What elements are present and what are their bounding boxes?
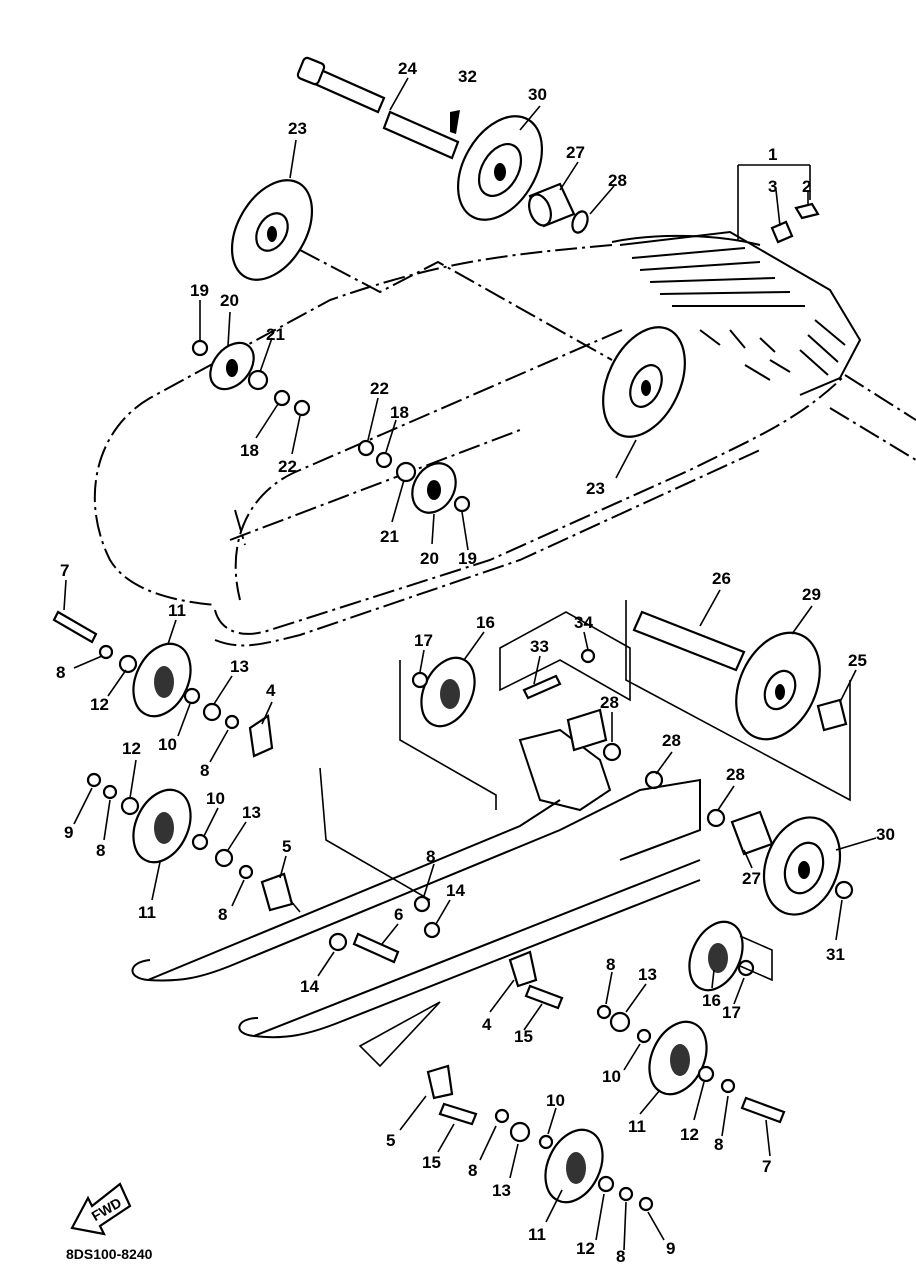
callout-label: 11 (628, 1117, 646, 1136)
top-shaft-assembly (296, 56, 460, 160)
wheels (132, 115, 842, 1204)
callout-label: 21 (266, 325, 285, 344)
callout-label: 12 (90, 695, 109, 714)
callout-label: 5 (282, 837, 291, 856)
callout-label: 28 (608, 171, 627, 190)
callout-label: 25 (848, 651, 867, 670)
callout-label: 31 (826, 945, 845, 964)
callout-label: 10 (602, 1067, 621, 1086)
slide-rails (131, 708, 701, 1039)
callout-label: 28 (726, 765, 745, 784)
callout-label: 26 (712, 569, 731, 588)
callout-label: 4 (266, 681, 276, 700)
callout-label: 29 (802, 585, 821, 604)
callout-label: 13 (638, 965, 657, 984)
callout-label: 9 (666, 1239, 675, 1258)
callout-label: 30 (876, 825, 895, 844)
callout-label: 23 (586, 479, 605, 498)
callout-label: 8 (616, 1247, 625, 1264)
callout-label: 13 (230, 657, 249, 676)
callout-label: 16 (476, 613, 495, 632)
callout-label: 22 (370, 379, 389, 398)
callout-label: 8 (218, 905, 227, 924)
track-belt-outline (93, 234, 916, 647)
callout-label: 10 (206, 789, 225, 808)
callout-label: 28 (600, 693, 619, 712)
callout-label: 7 (60, 561, 69, 580)
callout-label: 11 (138, 903, 156, 922)
callout-label: 18 (240, 441, 259, 460)
callout-label: 16 (702, 991, 721, 1010)
callout-label: 19 (458, 549, 477, 568)
callout-label: 30 (528, 85, 547, 104)
callout-label: 14 (300, 977, 319, 996)
callout-label: 13 (492, 1181, 511, 1200)
callout-label: 34 (574, 613, 593, 632)
diagram-code: 8DS100-8240 (66, 1246, 153, 1262)
callout-label: 13 (242, 803, 261, 822)
callout-label: 27 (566, 143, 585, 162)
callout-label: 19 (190, 281, 209, 300)
callout-label: 15 (514, 1027, 533, 1046)
callout-label: 23 (288, 119, 307, 138)
callout-label: 20 (420, 549, 439, 568)
fwd-arrow-icon: FWD (70, 1182, 132, 1236)
callout-label: 8 (714, 1135, 723, 1154)
callout-label: 12 (576, 1239, 595, 1258)
grouping-lines (319, 164, 851, 1068)
callout-label: 1 (768, 145, 777, 164)
callout-label: 8 (606, 955, 615, 974)
callout-label: 24 (398, 59, 417, 78)
callout-label: 10 (546, 1091, 565, 1110)
callout-labels: 24 32 30 23 27 28 1 3 2 19 20 21 18 22 2… (56, 59, 895, 1264)
callout-label: 17 (722, 1003, 741, 1022)
callout-label: 8 (468, 1161, 477, 1180)
track-cleats (619, 230, 862, 396)
callout-label: 15 (422, 1153, 441, 1172)
callout-label: 17 (414, 631, 433, 650)
callout-label: 8 (200, 761, 209, 780)
callout-label: 32 (458, 67, 477, 86)
callout-label: 3 (768, 177, 777, 196)
callout-label: 6 (394, 905, 403, 924)
callout-label: 7 (762, 1157, 771, 1176)
callout-label: 33 (530, 637, 549, 656)
callout-label: 8 (96, 841, 105, 860)
callout-label: 22 (278, 457, 297, 476)
callout-label: 20 (220, 291, 239, 310)
callout-label: 28 (662, 731, 681, 750)
callout-label: 8 (56, 663, 65, 682)
callout-label: 2 (802, 177, 811, 196)
callout-label: 14 (446, 881, 465, 900)
leader-lines (63, 77, 877, 1251)
callout-label: 11 (168, 601, 186, 620)
callout-label: 5 (386, 1131, 395, 1150)
callout-label: 8 (426, 847, 435, 866)
callout-label: 11 (528, 1225, 546, 1244)
callout-label: 12 (680, 1125, 699, 1144)
callout-label: 10 (158, 735, 177, 754)
callout-label: 4 (482, 1015, 492, 1034)
callout-label: 9 (64, 823, 73, 842)
small-hardware (52, 182, 854, 1212)
callout-label: 27 (742, 869, 761, 888)
callout-label: 12 (122, 739, 141, 758)
callout-label: 21 (380, 527, 399, 546)
callout-label: 18 (390, 403, 409, 422)
